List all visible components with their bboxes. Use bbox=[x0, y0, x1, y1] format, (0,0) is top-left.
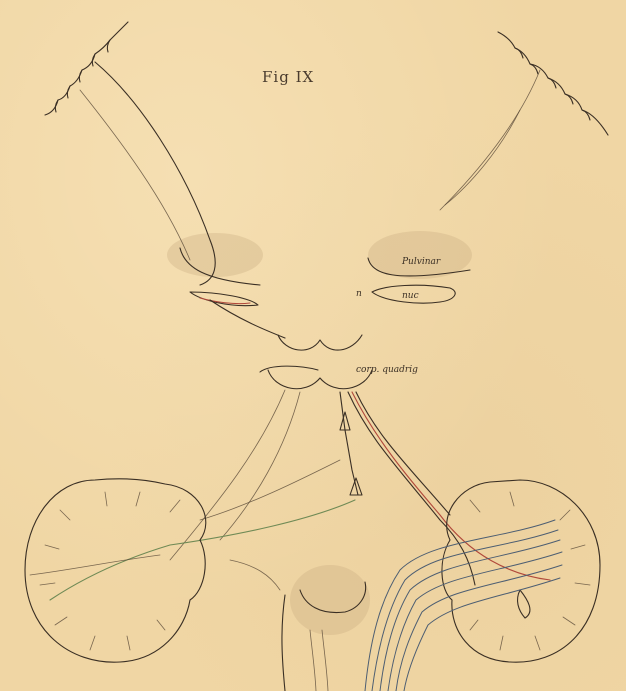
dentate-nucleus bbox=[518, 590, 530, 618]
right-cortex-ticks bbox=[515, 48, 590, 120]
descending-tract-right-1 bbox=[348, 392, 475, 585]
label-n: n bbox=[356, 289, 362, 299]
left-cerebellum-outline bbox=[25, 479, 206, 662]
label-nucleus: nuc bbox=[402, 291, 419, 301]
descending-tract-left-2 bbox=[220, 392, 300, 540]
descending-tract-left-1 bbox=[170, 390, 285, 560]
blue-fiber-bundle bbox=[365, 520, 562, 691]
left-cerebellum-folia bbox=[40, 492, 180, 650]
figure-title: Fig IX bbox=[262, 68, 314, 86]
left-cortical-fiber-2 bbox=[80, 90, 190, 260]
upper-quadrigemina bbox=[278, 335, 362, 350]
label-pulvinar: Pulvinar bbox=[401, 257, 441, 267]
label-quadrig: corp. quadrig bbox=[356, 365, 418, 375]
right-cortical-fiber-2 bbox=[445, 110, 520, 205]
right-cerebellum-folia bbox=[470, 492, 590, 650]
left-cortex-ticks bbox=[55, 40, 110, 112]
right-cerebellum-outline bbox=[442, 480, 600, 662]
red-tract bbox=[352, 392, 550, 580]
right-cortical-fiber bbox=[440, 70, 540, 210]
brainstem-fibers bbox=[310, 630, 328, 691]
medulla-shade bbox=[290, 565, 370, 635]
pons-fiber bbox=[230, 560, 280, 590]
brainstem-left-edge bbox=[282, 595, 285, 691]
descending-tract-right-2 bbox=[356, 392, 450, 515]
left-cerebellum-peduncle bbox=[30, 555, 160, 575]
left-geniculate-red bbox=[200, 298, 250, 304]
